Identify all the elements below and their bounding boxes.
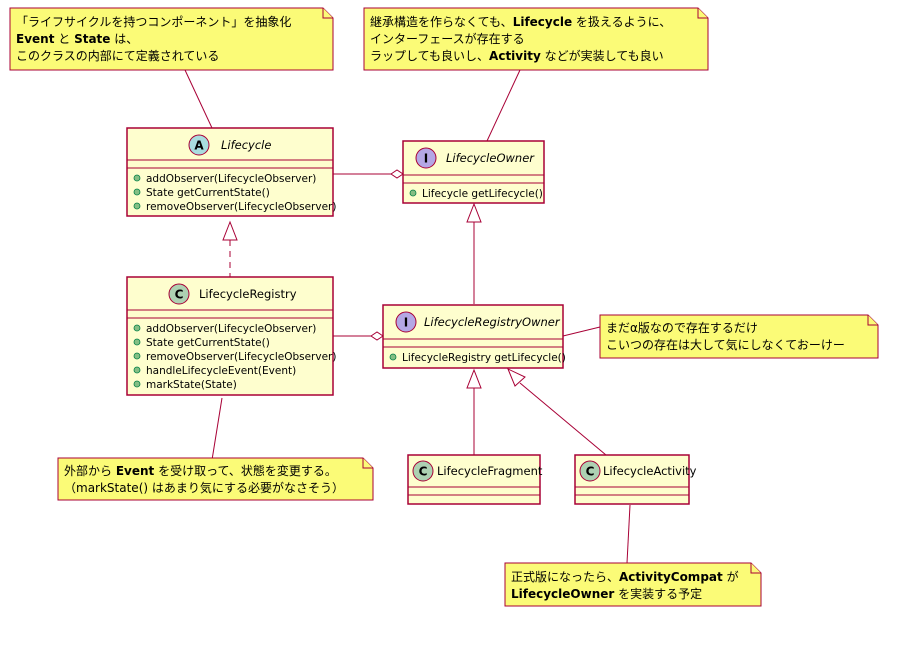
class-lifecycle-activity: C LifecycleActivity <box>574 454 697 505</box>
note-lifecycle-line2: Event と State は、 <box>16 32 138 46</box>
note-owner: 継承構造を作らなくても、Lifecycle を扱えるように、 インターフェースが… <box>363 7 709 71</box>
inheritance-arrow-fragment <box>466 368 482 389</box>
public-method-icon <box>389 353 397 361</box>
class-lifecycle-methods: addObserver(LifecycleObserver) State get… <box>133 173 336 213</box>
public-method-icon <box>133 202 141 210</box>
note-registry-owner-line1: まだα版なので存在するだけ <box>606 321 758 335</box>
note-activity-line1: 正式版になったら、ActivityCompat が <box>511 569 739 584</box>
aggregation-diamond-owner <box>390 169 404 179</box>
method: markState(State) <box>146 379 237 391</box>
note-lifecycle: 「ライフサイクルを持つコンポーネント」を抽象化 Event と State は、… <box>9 7 334 71</box>
method: removeObserver(LifecycleObserver) <box>146 351 336 363</box>
note-registry-line2: （markState() はあまり気にする必要がなさそう） <box>64 480 344 495</box>
method: handleLifecycleEvent(Event) <box>146 365 296 377</box>
realization-arrow-registry <box>222 220 238 241</box>
svg-text:A: A <box>194 139 204 153</box>
note-connector-registry <box>211 397 223 461</box>
class-lifecycle-registry: C LifecycleRegistry addObserver(Lifecycl… <box>126 276 336 396</box>
inheritance-arrow-registry-owner <box>466 202 482 223</box>
class-lifecycle: A Lifecycle addObserver(LifecycleObserve… <box>126 127 336 217</box>
svg-text:C: C <box>586 465 595 479</box>
note-connector-owner <box>486 69 521 142</box>
edges <box>184 69 631 564</box>
public-method-icon <box>133 352 141 360</box>
note-owner-line2: インターフェースが存在する <box>370 31 525 46</box>
method: State getCurrentState() <box>146 187 270 199</box>
class-lifecycle-owner-name: LifecycleOwner <box>446 151 535 165</box>
public-method-icon <box>133 380 141 388</box>
class-badge-icon <box>168 283 190 305</box>
note-connector-registry-owner <box>562 326 601 337</box>
method: LifecycleRegistry getLifecycle() <box>402 352 566 364</box>
method: Lifecycle getLifecycle() <box>422 188 543 200</box>
public-method-icon <box>409 189 417 197</box>
interface-badge-icon <box>395 311 417 333</box>
note-registry-owner-line2: こいつの存在は大して気にしなくておーけー <box>606 337 845 352</box>
abstract-badge-icon <box>188 134 210 156</box>
class-lifecycle-registry-methods: addObserver(LifecycleObserver) State get… <box>133 323 336 391</box>
public-method-icon <box>133 338 141 346</box>
svg-text:I: I <box>404 316 408 330</box>
public-method-icon <box>133 188 141 196</box>
note-lifecycle-line3: このクラスの内部にて定義されている <box>16 48 219 63</box>
method: State getCurrentState() <box>146 337 270 349</box>
class-badge-icon <box>412 460 434 482</box>
public-method-icon <box>133 174 141 182</box>
public-method-icon <box>133 324 141 332</box>
class-badge-icon <box>579 460 601 482</box>
note-activity: 正式版になったら、ActivityCompat が LifecycleOwner… <box>504 562 762 607</box>
note-owner-line3: ラップしても良いし、Activity などが実装しても良い <box>370 48 664 63</box>
method: removeObserver(LifecycleObserver) <box>146 201 336 213</box>
note-owner-line1: 継承構造を作らなくても、Lifecycle を扱えるように、 <box>370 14 671 29</box>
class-lifecycle-registry-owner: I LifecycleRegistryOwner LifecycleRegist… <box>382 304 566 369</box>
note-connector-lifecycle <box>184 69 213 129</box>
note-lifecycle-line1: 「ライフサイクルを持つコンポーネント」を抽象化 <box>16 14 291 29</box>
aggregation-diamond-registry-owner <box>370 331 384 341</box>
class-lifecycle-name: Lifecycle <box>221 138 271 152</box>
note-connector-activity <box>626 504 631 564</box>
interface-badge-icon <box>415 147 437 169</box>
inheritance-arrow-activity <box>507 367 526 387</box>
svg-text:I: I <box>424 152 428 166</box>
svg-text:C: C <box>175 288 184 302</box>
svg-text:C: C <box>419 465 428 479</box>
method: addObserver(LifecycleObserver) <box>146 173 316 185</box>
class-lifecycle-fragment: C LifecycleFragment <box>407 454 543 505</box>
note-registry: 外部から Event を受け取って、状態を変更する。 （markState() … <box>57 457 374 501</box>
class-lifecycle-activity-name: LifecycleActivity <box>603 464 697 478</box>
public-method-icon <box>133 366 141 374</box>
note-activity-line2: LifecycleOwner を実装する予定 <box>511 586 702 601</box>
class-lifecycle-registry-owner-name: LifecycleRegistryOwner <box>424 315 561 329</box>
note-registry-owner: まだα版なので存在するだけ こいつの存在は大して気にしなくておーけー <box>599 314 879 359</box>
class-lifecycle-fragment-name: LifecycleFragment <box>437 464 543 478</box>
method: addObserver(LifecycleObserver) <box>146 323 316 335</box>
class-lifecycle-owner: I LifecycleOwner Lifecycle getLifecycle(… <box>402 140 545 204</box>
class-lifecycle-registry-name: LifecycleRegistry <box>199 287 297 301</box>
note-registry-line1: 外部から Event を受け取って、状態を変更する。 <box>64 463 337 478</box>
inheritance-edge-activity <box>519 382 607 456</box>
